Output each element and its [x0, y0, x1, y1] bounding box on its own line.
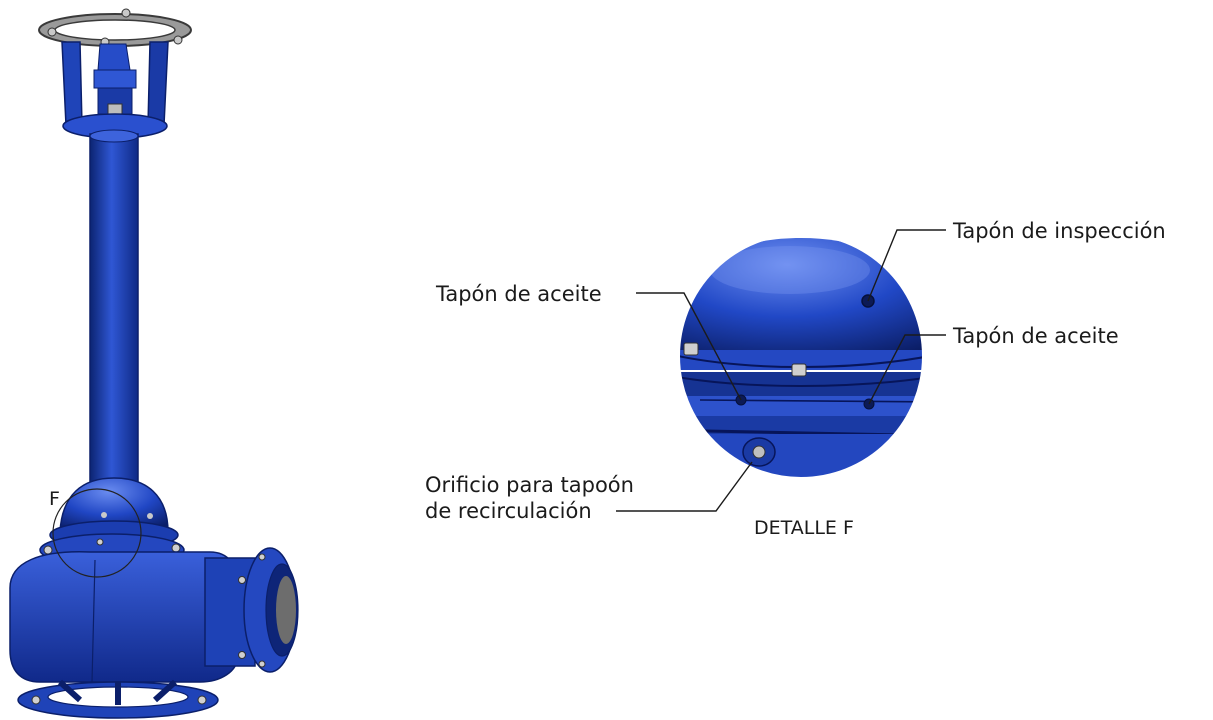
- leader-recirculation: [616, 461, 753, 512]
- detail-f-view: [678, 233, 924, 479]
- label-recirculation-line2: de recirculación: [425, 499, 592, 523]
- label-recirculation-line1: Orificio para tapoón: [425, 473, 634, 497]
- label-oil-plug-right: Tapón de aceite: [952, 324, 1119, 348]
- detail-f-caption: DETALLE F: [754, 517, 854, 539]
- pump-volute: [9, 551, 256, 683]
- label-inspection-plug: Tapón de inspección: [952, 219, 1166, 243]
- leader-oil-plug-right: [868, 334, 946, 405]
- pump-illustration: F: [9, 8, 299, 719]
- pump-column: [89, 129, 139, 491]
- leader-oil-plug-left: [636, 292, 742, 401]
- leader-lines: [616, 229, 946, 512]
- discharge-flange: [238, 547, 299, 673]
- label-oil-plug-left: Tapón de aceite: [435, 282, 602, 306]
- leader-inspection-plug: [867, 229, 946, 302]
- pump-base: [17, 679, 219, 719]
- motor-stand: [38, 8, 192, 139]
- detail-f-marker-circle: [52, 488, 142, 578]
- detail-f-marker-letter: F: [49, 488, 60, 510]
